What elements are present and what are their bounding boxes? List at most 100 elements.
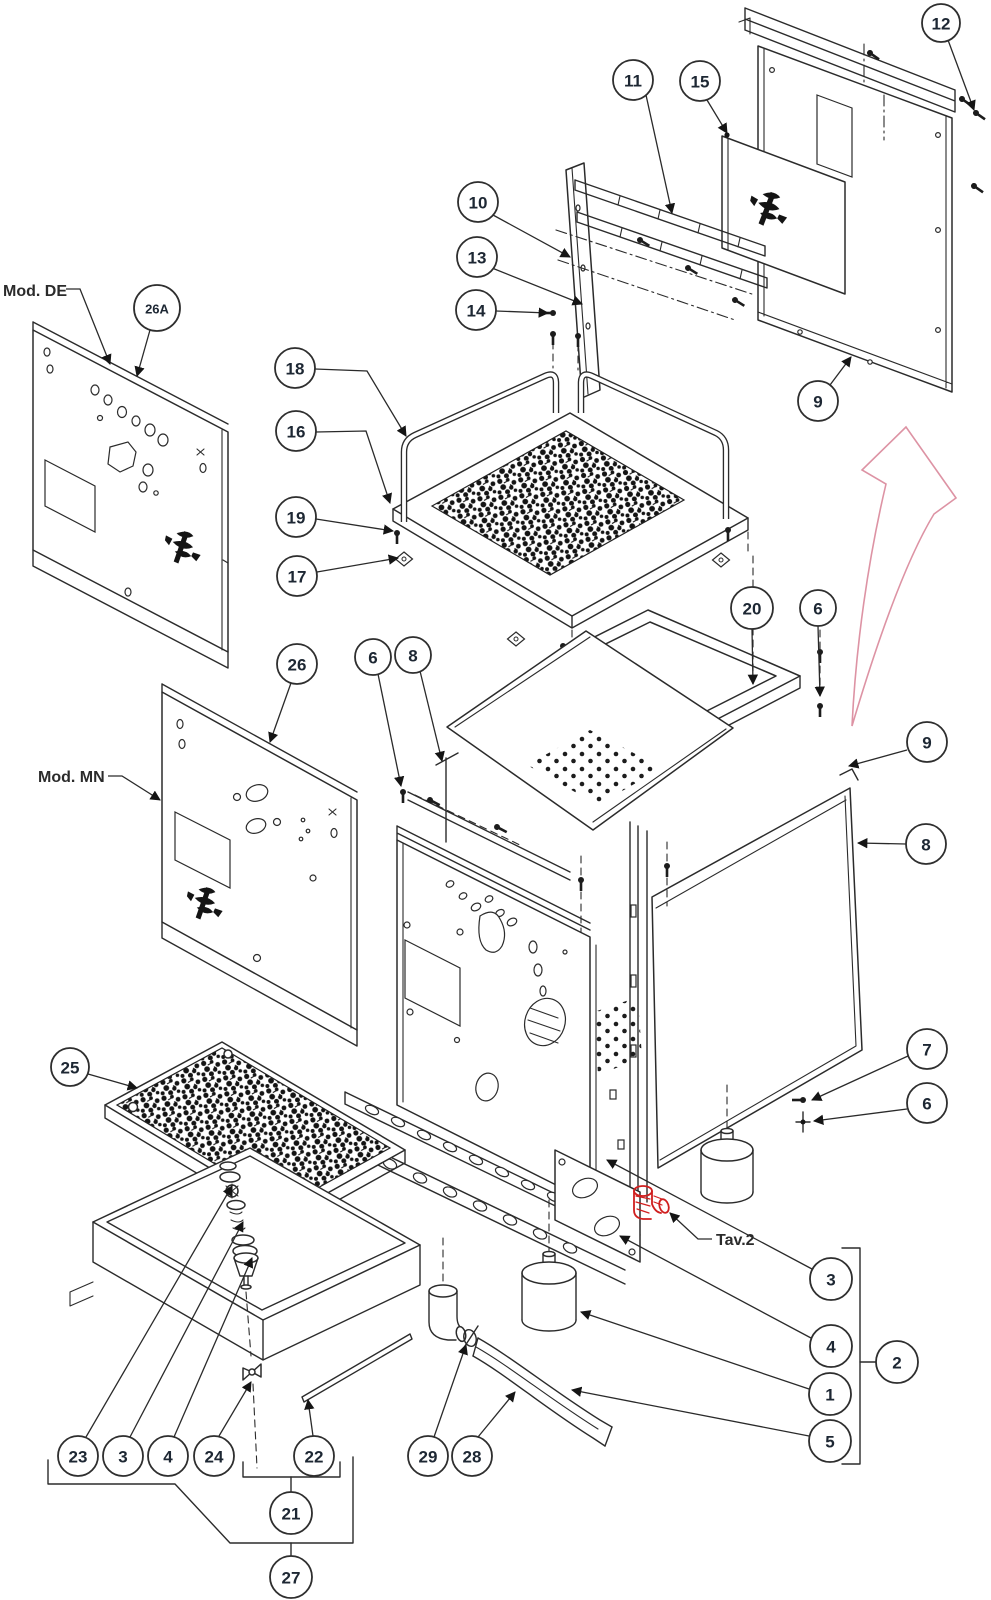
callout-leader-line xyxy=(304,1398,315,1437)
callout-number: 25 xyxy=(61,1059,80,1078)
body-back-structure xyxy=(407,752,648,1206)
callout-13: 13 xyxy=(456,236,583,306)
callout-balloon xyxy=(905,823,947,865)
callout-leader-line xyxy=(315,430,392,504)
callout-balloon xyxy=(407,1435,449,1477)
callout-10: 10 xyxy=(457,181,571,258)
callout-23: 23 xyxy=(57,1185,233,1477)
drain-hose xyxy=(472,1337,613,1447)
callout-balloon xyxy=(275,410,317,452)
callout-number: 1 xyxy=(825,1386,834,1405)
callout-number: 9 xyxy=(922,734,931,753)
callout-14: 14 xyxy=(455,289,550,331)
callout-leader-line xyxy=(814,625,825,698)
front-panel xyxy=(396,789,670,1203)
callout-number: 14 xyxy=(467,302,486,321)
callout-number: 12 xyxy=(932,15,951,34)
callout-leader-line xyxy=(85,1185,233,1438)
callout-balloon xyxy=(451,1435,493,1477)
callout-balloon xyxy=(276,555,318,597)
callout-21: 21 xyxy=(269,1491,313,1535)
callout-balloon xyxy=(269,1555,313,1599)
callout-leader-line xyxy=(268,682,292,743)
callout-leader-line xyxy=(491,267,583,306)
callout-leader-line xyxy=(829,356,852,386)
retaining-rod xyxy=(301,1333,413,1403)
callout-balloon xyxy=(275,496,317,538)
callout-number: 29 xyxy=(419,1448,438,1467)
callout-27: 27 xyxy=(269,1555,313,1599)
callout-leader-line xyxy=(811,1055,909,1101)
callout-balloon xyxy=(808,1372,852,1416)
callout-balloon xyxy=(274,347,316,389)
rear-panel-assembly xyxy=(542,7,987,399)
label-leader-line xyxy=(669,1212,712,1240)
callout-number: 6 xyxy=(368,649,377,668)
callout-leader-line xyxy=(173,1257,254,1438)
callout-balloon xyxy=(147,1435,189,1477)
callout-balloon xyxy=(57,1435,99,1477)
callout-number: 15 xyxy=(691,73,710,92)
drip-tray-grate xyxy=(104,1041,406,1229)
callout-leader-line xyxy=(645,94,676,215)
callout-leader-line xyxy=(419,670,445,763)
callout-balloon xyxy=(875,1340,919,1384)
callout-number: 19 xyxy=(287,509,306,528)
callout-number: 11 xyxy=(624,72,642,91)
callout-24: 24 xyxy=(193,1381,252,1477)
callout-9: 9 xyxy=(797,356,852,422)
callout-balloon xyxy=(50,1047,90,1087)
callout-number: 27 xyxy=(282,1569,301,1588)
callout-number: 10 xyxy=(469,194,488,213)
callout-number: 26A xyxy=(145,302,169,317)
panel-mod-de xyxy=(32,321,229,669)
label-mod-mn: Mod. MN xyxy=(38,769,161,801)
callout-balloon xyxy=(276,643,318,685)
callout-leader-line xyxy=(316,554,400,573)
callout-balloon xyxy=(102,1435,144,1477)
panel-mod-mn xyxy=(161,683,358,1047)
top-cover xyxy=(446,630,734,831)
callout-number: 28 xyxy=(463,1448,482,1467)
callout-balloon xyxy=(730,586,774,630)
callout-number: 6 xyxy=(813,600,822,619)
callout-leader-line xyxy=(477,1391,516,1438)
callout-balloon xyxy=(809,1324,853,1368)
callout-number: 26 xyxy=(288,656,307,675)
callout-18: 18 xyxy=(274,347,407,437)
callout-leader-line xyxy=(492,214,571,258)
callout-leader-line xyxy=(433,1344,468,1438)
callout-4: 4 xyxy=(147,1257,254,1477)
machine-feet xyxy=(521,1084,811,1332)
drip-pan xyxy=(69,1147,421,1361)
callout-number: 3 xyxy=(826,1271,835,1290)
callout-6: 6 xyxy=(354,638,405,788)
callout-number: 18 xyxy=(286,360,305,379)
callout-number: 17 xyxy=(288,568,307,587)
callout-leader-line xyxy=(606,1159,813,1270)
callout-balloon xyxy=(193,1435,235,1477)
callout-leader-line xyxy=(706,99,728,134)
callout-balloon xyxy=(612,59,654,101)
callout-20: 20 xyxy=(730,586,774,686)
callout-number: 4 xyxy=(163,1448,173,1467)
callout-28: 28 xyxy=(451,1391,516,1477)
callout-leader-line xyxy=(812,1108,908,1125)
callout-balloon xyxy=(133,284,181,332)
callout-balloon xyxy=(679,60,721,102)
callout-leader-line xyxy=(315,518,395,535)
callout-22: 22 xyxy=(293,1398,335,1477)
label-tav2: Tav.2 xyxy=(669,1212,755,1249)
callout-11: 11 xyxy=(612,59,676,215)
callout-leader-line xyxy=(747,628,759,686)
callout-balloon xyxy=(293,1435,335,1477)
callout-balloon xyxy=(457,181,499,223)
cup-warmer-tray xyxy=(392,331,749,663)
callout-9: 9 xyxy=(847,721,948,769)
group-brackets xyxy=(47,1247,877,1557)
side-panel xyxy=(651,768,863,1169)
callout-7: 7 xyxy=(811,1028,948,1101)
